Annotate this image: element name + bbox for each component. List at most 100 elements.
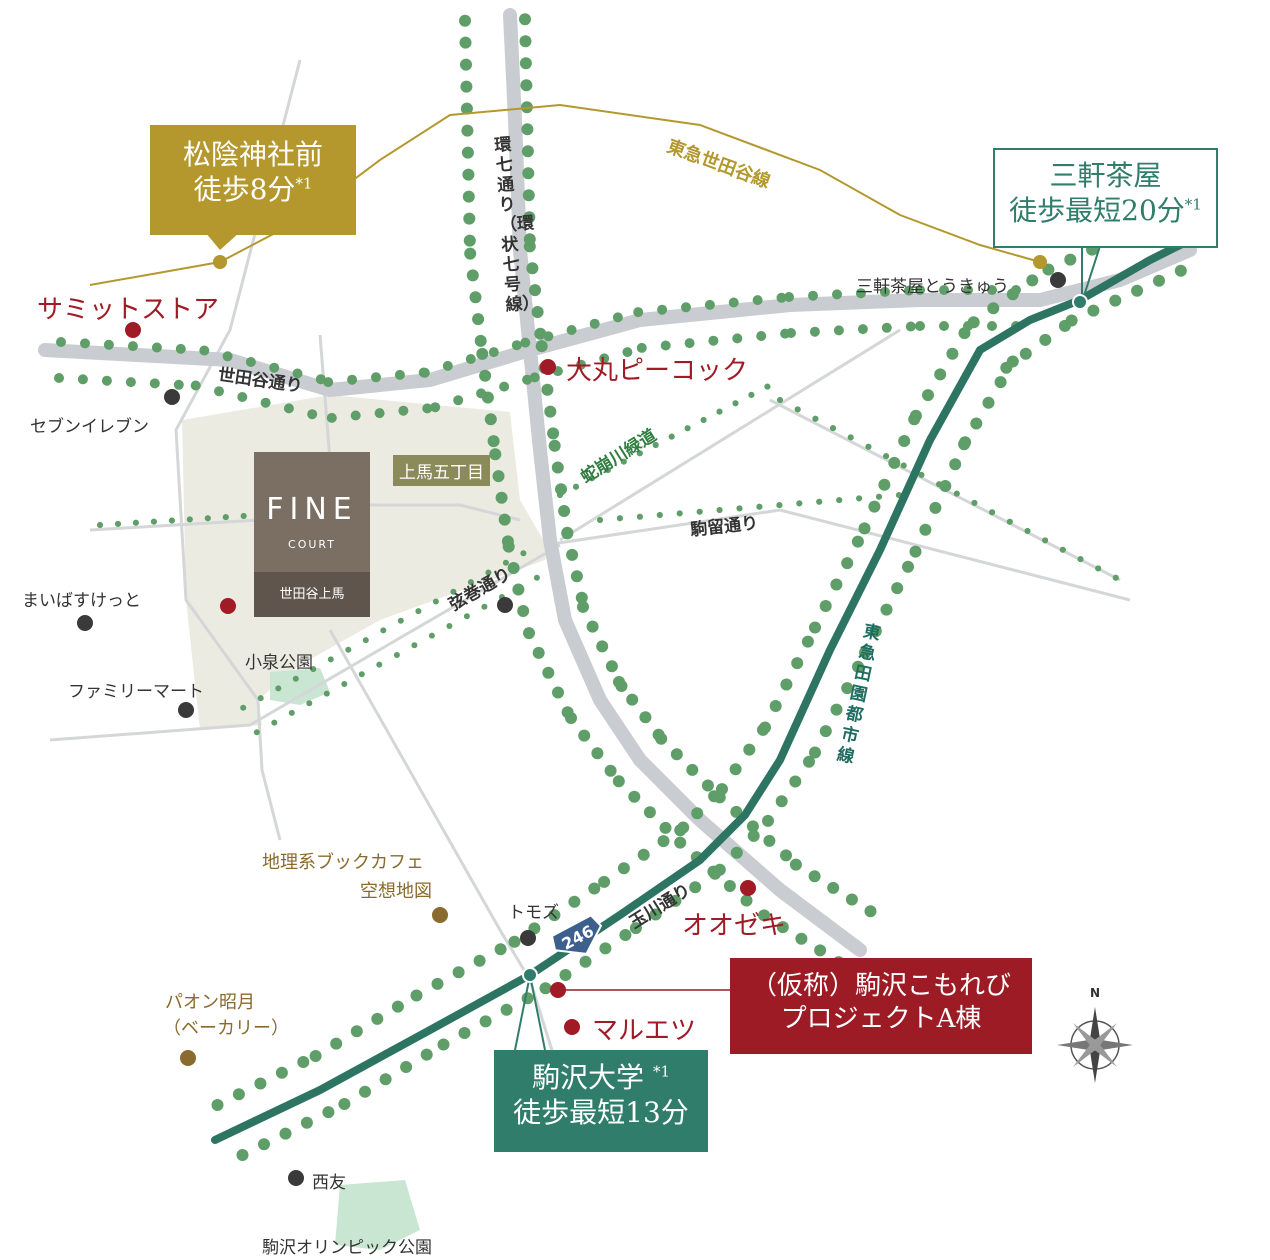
tree-dot: [812, 415, 819, 422]
tree-dot: [432, 598, 439, 605]
tree-dot: [453, 395, 464, 406]
tree-dot: [878, 478, 891, 491]
tree-dot: [535, 340, 548, 353]
tree-dot: [674, 824, 687, 837]
tree-dot: [520, 550, 527, 557]
tree-dot: [437, 1038, 450, 1051]
tree-dot: [371, 1012, 384, 1025]
tree-dot: [347, 374, 358, 385]
tree-dot: [168, 517, 175, 524]
tree-dot: [657, 304, 668, 315]
tree-dot: [684, 425, 691, 432]
tree-dot: [989, 509, 996, 516]
tree-dot: [345, 646, 352, 653]
sangenjaya-denentoshi-marker: [1072, 294, 1088, 310]
tree-dot: [809, 621, 821, 634]
tree-dot: [1065, 314, 1078, 327]
compass-icon: N: [1057, 986, 1133, 1083]
daimaru-marker: [540, 359, 556, 375]
tree-dot: [476, 347, 489, 360]
denentoshi-line-track: [211, 231, 1204, 1144]
tree-dot: [763, 834, 776, 847]
tree-dot: [816, 498, 823, 505]
tree-dot: [199, 345, 210, 356]
komazawa-note: *1: [652, 1062, 670, 1081]
tree-dot: [411, 642, 418, 649]
tree-dot: [598, 875, 611, 888]
tree-dot: [847, 434, 854, 441]
tree-dot: [271, 719, 278, 726]
tree-dot: [330, 1037, 343, 1050]
tree-dot: [474, 334, 487, 347]
tree-dot: [604, 764, 617, 777]
seven-label: セブンイレブン: [30, 417, 149, 437]
tree-dot: [473, 954, 486, 967]
tree-dot: [508, 935, 521, 948]
mybasket-red-marker: [220, 598, 236, 614]
tree-dot: [909, 409, 922, 422]
tree-dot: [769, 700, 782, 712]
tree-dot: [489, 448, 502, 461]
tree-dot: [77, 374, 88, 385]
tree-dot: [520, 337, 531, 348]
building-title: FINE: [266, 492, 358, 527]
ozeki-marker: [740, 880, 756, 896]
tree-dot: [548, 439, 561, 452]
tree-dot: [460, 80, 473, 93]
tree-dot: [649, 908, 662, 921]
tree-dot: [566, 548, 579, 561]
tree-dot: [905, 321, 916, 332]
tree-dot: [589, 318, 600, 329]
tree-dot: [398, 405, 409, 416]
tree-dot: [660, 340, 671, 351]
tree-dot: [507, 562, 520, 574]
tree-dot: [459, 14, 471, 27]
tree-dot: [668, 433, 675, 440]
tree-dot: [487, 435, 500, 448]
tree-dot: [568, 895, 581, 908]
tree-dot: [516, 584, 523, 591]
tree-dot: [619, 929, 632, 941]
tree-dot: [341, 681, 348, 687]
tree-dot: [656, 512, 663, 518]
tree-dot: [498, 513, 511, 526]
tree-dot: [953, 490, 960, 497]
tree-dot: [586, 620, 599, 633]
tree-dot: [748, 391, 755, 398]
tree-dot: [639, 711, 652, 724]
tree-dot: [883, 453, 890, 460]
tree-dot: [222, 514, 229, 521]
tree-dot: [794, 406, 801, 413]
tree-dot: [240, 513, 247, 519]
tree-dot: [459, 36, 472, 49]
tree-dot: [464, 247, 477, 260]
tree-dot: [323, 690, 330, 697]
tree-dot: [532, 646, 545, 659]
tree-dot: [485, 569, 492, 576]
tsurumaki-poi-marker: [497, 597, 513, 613]
tree-dot: [613, 676, 625, 688]
tree-dot: [756, 331, 767, 341]
tree-dot: [856, 495, 863, 502]
tree-dot: [780, 849, 792, 862]
tree-dot: [939, 321, 949, 331]
tree-dot: [747, 829, 760, 842]
tree-dot: [338, 1098, 351, 1110]
tree-dot: [570, 570, 583, 583]
mybasket-marker: [77, 615, 93, 631]
tree-dot: [994, 376, 1007, 389]
tree-dot: [740, 894, 753, 907]
tree-dot: [713, 863, 726, 876]
tree-dot: [458, 1027, 471, 1039]
tree-dot: [484, 413, 497, 426]
tree-dot: [519, 57, 532, 70]
tree-dot: [420, 1048, 433, 1061]
tree-dot: [1131, 284, 1144, 297]
tree-dot: [288, 709, 295, 716]
tree-dot: [1109, 294, 1122, 307]
sangenjaya-tokyu-label: 三軒茶屋とうきゅう: [856, 277, 1009, 297]
tree-dot: [689, 881, 702, 894]
tree-dot: [809, 326, 820, 337]
tree-dot: [987, 285, 997, 295]
paon-label2: （ベーカリー）: [163, 1018, 289, 1039]
